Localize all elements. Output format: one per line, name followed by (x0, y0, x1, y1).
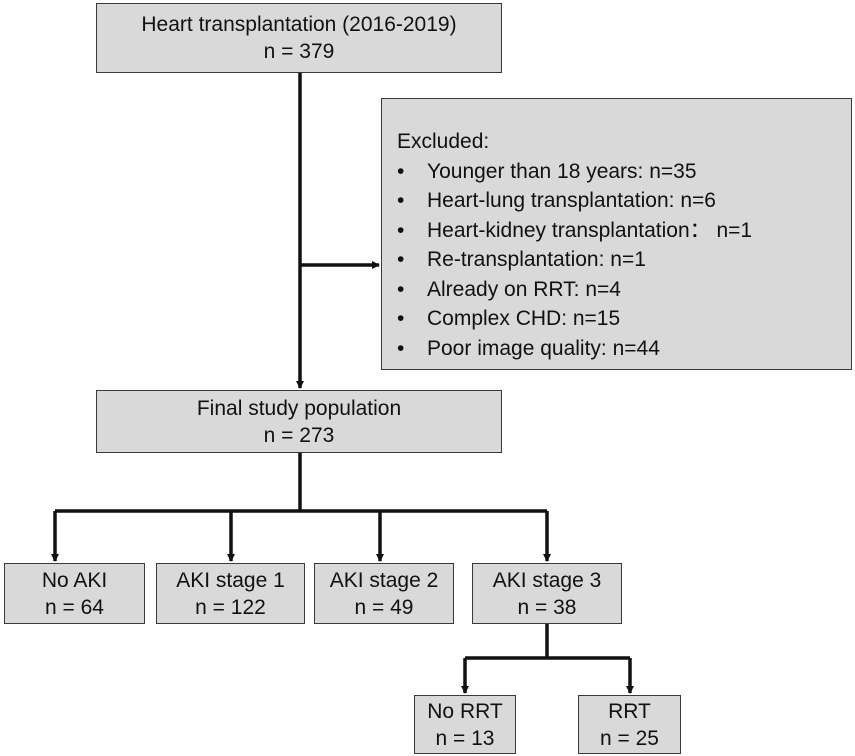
excluded-box: Excluded: Younger than 18 years: n=35 He… (381, 98, 852, 370)
excluded-item: Complex CHD: n=15 (397, 304, 752, 334)
stage-count: n = 122 (195, 595, 266, 619)
excluded-item: Already on RRT: n=4 (397, 275, 752, 305)
final-population-label: Final study population (196, 396, 402, 420)
aki-stage-1-box: AKI stage 1 n = 122 (156, 563, 305, 624)
excluded-list: Younger than 18 years: n=35 Heart-lung t… (397, 157, 752, 364)
stage-label: AKI stage 2 (329, 568, 439, 592)
aki-stage-3-box: AKI stage 3 n = 38 (472, 563, 622, 624)
stage-count: n = 38 (517, 595, 577, 619)
rrt-box: RRT n = 25 (578, 695, 681, 754)
heart-transplantation-label: Heart transplantation (2016-2019) (141, 13, 457, 36)
stage-count: n = 64 (45, 595, 104, 619)
no-aki-box: No AKI n = 64 (4, 563, 145, 624)
excluded-item: Heart-kidney transplantation： n=1 (397, 216, 752, 246)
final-population-count: n = 273 (263, 423, 335, 447)
rrt-label: RRT (608, 699, 651, 723)
heart-transplantation-box: Heart transplantation (2016-2019) n = 37… (96, 3, 502, 73)
rrt-count: n = 25 (600, 726, 659, 750)
rrt-count: n = 13 (435, 726, 495, 750)
aki-stage-2-box: AKI stage 2 n = 49 (314, 563, 454, 624)
stage-label: No AKI (41, 568, 108, 592)
stage-label: AKI stage 1 (176, 568, 285, 592)
excluded-title: Excluded: (397, 130, 490, 153)
heart-transplantation-count: n = 379 (263, 40, 335, 63)
excluded-item: Poor image quality: n=44 (397, 334, 752, 364)
final-population-box: Final study population n = 273 (96, 390, 502, 453)
excluded-item: Re-transplantation: n=1 (397, 245, 752, 275)
stage-label: AKI stage 3 (492, 568, 602, 592)
rrt-label: No RRT (427, 699, 503, 723)
excluded-item: Younger than 18 years: n=35 (397, 157, 752, 187)
excluded-item: Heart-lung transplantation: n=6 (397, 186, 752, 216)
stage-count: n = 49 (354, 595, 414, 619)
no-rrt-box: No RRT n = 13 (414, 695, 516, 754)
